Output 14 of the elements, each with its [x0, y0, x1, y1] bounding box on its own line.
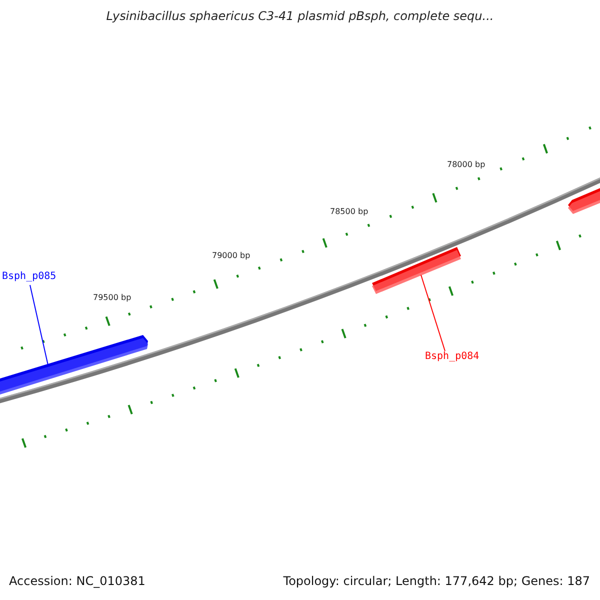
leader-line [420, 274, 446, 352]
scale-label: 78000 bp [447, 160, 486, 169]
leader-line [30, 284, 48, 366]
chart-title: Lysinibacillus sphaericus C3-41 plasmid pBsph, complete sequ... [105, 9, 495, 23]
scale-label: 78500 bp [330, 207, 368, 216]
accession-text: Accession: NC_010381 [9, 574, 146, 588]
gene-label: Bsph_p085 [2, 271, 56, 282]
gene-label: Bsph_p084 [425, 351, 480, 362]
gene-arrow [568, 186, 600, 214]
gene-arrow [372, 247, 461, 294]
scale-label: 79000 bp [212, 251, 250, 260]
scale-label: 79500 bp [93, 293, 132, 302]
summary-text: Topology: circular; Length: 177,642 bp; Genes: 187 [283, 574, 590, 588]
gene-arrow [0, 335, 148, 396]
